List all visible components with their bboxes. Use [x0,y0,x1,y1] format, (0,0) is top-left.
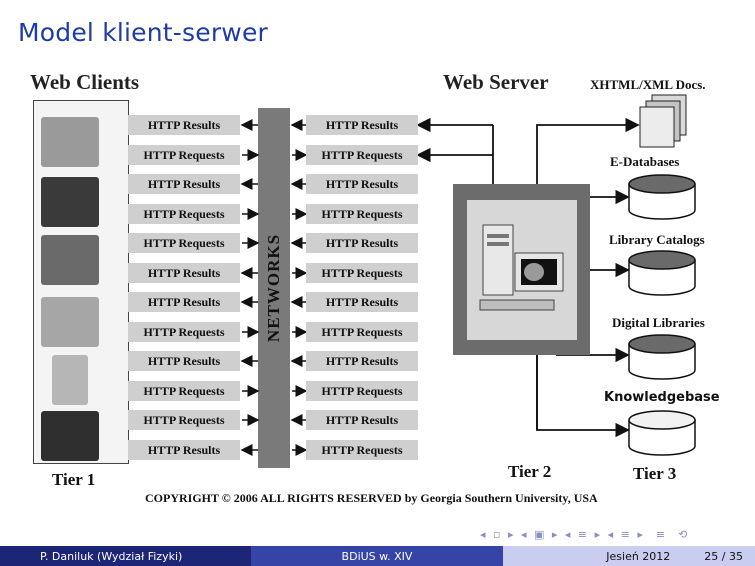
http-label: HTTP Requests [306,204,418,224]
web-clients-heading: Web Clients [30,70,140,94]
http-label: HTTP Results [306,410,418,430]
library-catalogs-cylinder-icon [628,250,696,296]
http-label: HTTP Results [306,115,418,135]
http-label: HTTP Requests [306,440,418,460]
footer-author: P. Daniluk (Wydział Fizyki) [40,549,183,563]
footer-date-segment: Jesień 2012 25 / 35 [503,546,755,566]
http-label: HTTP Requests [128,410,240,430]
http-label: HTTP Results [128,263,240,283]
http-label: HTTP Results [128,174,240,194]
mobile-phone-icon [52,355,88,405]
http-label: HTTP Results [128,351,240,371]
laptop-icon [41,177,99,227]
tier-3-label: Tier 3 [633,464,677,483]
http-label: HTTP Requests [128,322,240,342]
footer-course: BDiUS w. XIV [341,549,413,563]
digital-libraries-cylinder-icon [628,334,696,380]
knowledgebase-label: Knowledgebase [604,390,720,405]
web-server-heading: Web Server [443,70,549,94]
http-label: HTTP Results [306,351,418,371]
http-label: HTTP Requests [306,381,418,401]
tablet-pc-icon [41,235,99,285]
http-label: HTTP Results [128,440,240,460]
networks-bar: NETWORKS [258,108,290,468]
desktop-computer-icon [41,117,99,167]
http-label: HTTP Results [306,174,418,194]
knowledgebase-cylinder-icon [628,410,696,456]
http-label: HTTP Requests [306,263,418,283]
http-label: HTTP Results [306,233,418,253]
slide-footer: P. Daniluk (Wydział Fizyki) BDiUS w. XIV… [0,546,755,566]
tv-screen-icon [41,411,99,461]
footer-term: Jesień 2012 [606,549,671,563]
http-label: HTTP Requests [306,145,418,165]
tier-2-label: Tier 2 [508,462,552,481]
xhtml-docs-label: XHTML/XML Docs. [590,77,706,92]
http-label: HTTP Results [128,115,240,135]
http-label: HTTP Requests [128,204,240,224]
footer-author-segment: P. Daniluk (Wydział Fizyki) [0,546,251,566]
http-label: HTTP Requests [128,145,240,165]
digital-libraries-label: Digital Libraries [612,315,705,330]
tier-1-label: Tier 1 [52,470,96,489]
http-label: HTTP Requests [306,322,418,342]
e-databases-label: E-Databases [610,154,680,169]
e-databases-cylinder-icon [628,174,696,220]
http-label: HTTP Results [128,292,240,312]
http-label: HTTP Requests [128,381,240,401]
slide-navigation[interactable]: ◂ ▫ ▸ ◂ ▣ ▸ ◂ ≡ ▸ ◂ ≡ ▸ ≡ ⟲ [480,528,690,541]
footer-page-number: 25 / 35 [704,549,743,563]
copyright-note: COPYRIGHT © 2006 ALL RIGHTS RESERVED by … [145,491,598,505]
slide-title: Model klient-serwer [18,18,269,47]
http-label: HTTP Requests [128,233,240,253]
pda-icon [41,297,99,347]
library-catalogs-label: Library Catalogs [609,232,705,247]
footer-course-segment: BDiUS w. XIV [251,546,503,566]
http-label: HTTP Results [306,292,418,312]
